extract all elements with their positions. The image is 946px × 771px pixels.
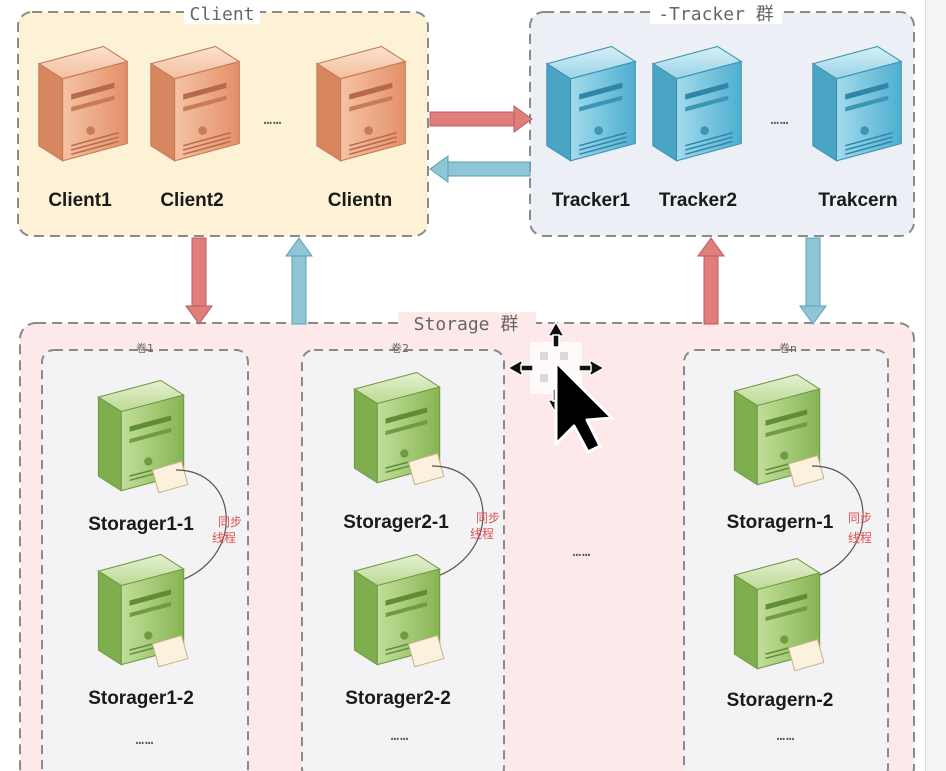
- clientn-server-icon: [316, 45, 407, 162]
- volume2-sync-label-2: 线程: [470, 526, 494, 541]
- tracker2-label: Tracker2: [659, 190, 737, 211]
- tracker-to-client-arrow: [429, 155, 531, 183]
- storage-title-bg: [398, 312, 536, 334]
- right-edge-panel: [925, 0, 946, 771]
- storager1-2-label: Storager1-2: [88, 688, 194, 709]
- storager1-1-server-icon: [97, 379, 189, 494]
- volume1-label: 卷1: [136, 341, 154, 355]
- storagern-2-label: Storagern-2: [727, 690, 834, 711]
- client2-server-icon: [150, 45, 241, 162]
- client1-label: Client1: [48, 190, 112, 211]
- storagern-1-label: Storagern-1: [727, 512, 834, 533]
- trackern-label: Trakcern: [818, 190, 897, 211]
- tracker-group-title: -Tracker 群: [658, 4, 774, 25]
- move-cursor-icon: [506, 320, 614, 454]
- storager2-1-server-icon: [353, 371, 445, 486]
- volumen-sync-line: [811, 465, 864, 579]
- client1-server-icon: [38, 45, 129, 162]
- tracker2-server-icon: [652, 45, 743, 162]
- volumen-ellipsis: ……: [777, 728, 796, 744]
- storagern-2-server-icon: [733, 557, 825, 672]
- client-to-storage-arrow: [185, 237, 213, 325]
- volumen-label: 卷n: [779, 341, 797, 355]
- storage-middle-ellipsis: ……: [573, 544, 592, 560]
- client2-label: Client2: [160, 190, 223, 211]
- volume1-sync-label-1: 同步: [218, 515, 242, 529]
- trackern-server-icon: [812, 45, 903, 162]
- volume1-ellipsis: ……: [136, 732, 155, 748]
- volume1-sync-line: [175, 469, 227, 583]
- storager1-1-label: Storager1-1: [88, 514, 194, 535]
- storager2-2-server-icon: [353, 553, 445, 668]
- tracker-to-storage-arrow: [799, 237, 827, 325]
- volume2-sync-line: [431, 465, 484, 579]
- storager1-2-server-icon: [97, 553, 189, 668]
- client-to-tracker-arrow: [429, 105, 533, 133]
- volumen-sync-label-1: 同步: [848, 511, 872, 525]
- tracker1-server-icon: [546, 45, 637, 162]
- clientn-label: Clientn: [328, 190, 392, 211]
- storager2-2-label: Storager2-2: [345, 688, 451, 709]
- client-group-title: Client: [189, 4, 254, 25]
- volume1-sync-label-2: 线程: [212, 530, 236, 545]
- volume2-sync-label-1: 同步: [476, 511, 500, 525]
- tracker-title-bg: [650, 4, 782, 24]
- volumen-sync-label-2: 线程: [848, 530, 872, 545]
- tracker-ellipsis: ……: [771, 112, 790, 128]
- client-title-bg: [184, 4, 260, 24]
- volume2-label: 卷2: [391, 341, 409, 355]
- storage-to-tracker-arrow: [697, 237, 725, 325]
- storage-to-client-arrow: [285, 237, 313, 325]
- storage-group-title: Storage 群: [414, 314, 519, 335]
- tracker1-label: Tracker1: [552, 190, 631, 211]
- volume2-ellipsis: ……: [391, 728, 410, 744]
- storagern-1-server-icon: [733, 373, 825, 488]
- client-ellipsis: ……: [264, 112, 283, 128]
- storager2-1-label: Storager2-1: [343, 512, 449, 533]
